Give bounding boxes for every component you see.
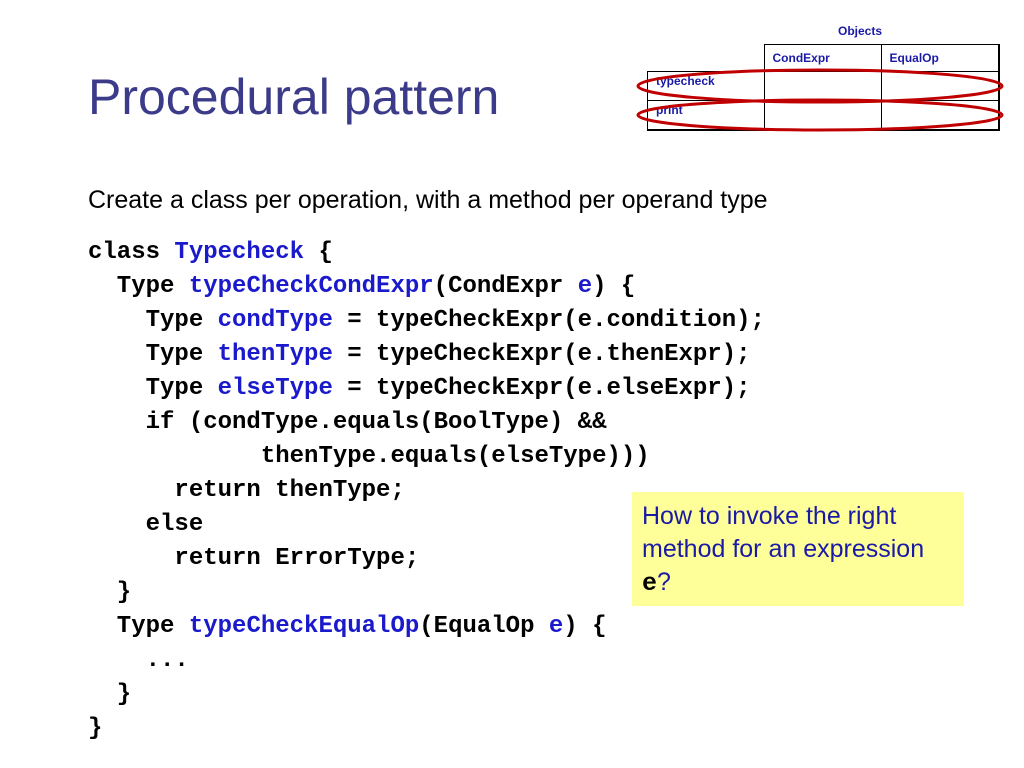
code-text: (EqualOp <box>419 613 549 640</box>
slide-title: Procedural pattern <box>88 69 500 125</box>
code-text: } <box>88 579 132 606</box>
matrix-corner-cell <box>647 44 765 72</box>
code-text: = typeCheckExpr(e.elseExpr); <box>332 375 751 402</box>
code-text: class <box>88 239 175 266</box>
code-identifier: thenType <box>217 341 333 368</box>
code-text: Type <box>88 307 218 334</box>
code-line: thenType.equals(elseType))) <box>88 440 765 474</box>
code-line: Type thenType = typeCheckExpr(e.thenExpr… <box>88 338 765 372</box>
code-line: ... <box>88 644 765 678</box>
code-text: ... <box>88 647 189 674</box>
code-block: class Typecheck { Type typeCheckCondExpr… <box>88 236 765 746</box>
matrix-row-header: typecheck <box>647 71 765 101</box>
operations-objects-matrix: CondExpr EqualOp typecheck print <box>647 44 1000 131</box>
matrix-cell <box>763 71 882 101</box>
callout-code-word: e <box>642 569 658 598</box>
slide-subtitle: Create a class per operation, with a met… <box>88 186 768 214</box>
code-text: else <box>88 511 204 538</box>
code-line: return thenType; <box>88 474 765 508</box>
code-identifier: typeCheckCondExpr <box>188 273 434 300</box>
code-text: Type <box>88 375 218 402</box>
code-text: (CondExpr <box>433 273 578 300</box>
code-line: Type elseType = typeCheckExpr(e.elseExpr… <box>88 372 765 406</box>
code-text: ) { <box>592 273 636 300</box>
code-text: Type <box>88 341 218 368</box>
code-line: Type typeCheckCondExpr(CondExpr e) { <box>88 270 765 304</box>
matrix-column-header: CondExpr <box>763 44 882 72</box>
code-line: } <box>88 576 765 610</box>
code-identifier: elseType <box>217 375 333 402</box>
code-text: = typeCheckExpr(e.condition); <box>332 307 765 334</box>
matrix-row-header: print <box>647 100 765 131</box>
code-text: Type <box>88 613 189 640</box>
code-text: ) { <box>563 613 607 640</box>
question-callout: How to invoke the right method for an ex… <box>632 492 964 606</box>
code-text: return ErrorType; <box>88 545 420 572</box>
matrix-cell <box>880 100 1000 131</box>
callout-text: How to invoke the right method for an ex… <box>642 502 925 563</box>
code-text: thenType.equals(elseType))) <box>88 443 650 470</box>
code-line: Type typeCheckEqualOp(EqualOp e) { <box>88 610 765 644</box>
code-line: } <box>88 712 765 746</box>
matrix-caption: Objects <box>838 24 883 38</box>
code-identifier: typeCheckEqualOp <box>188 613 420 640</box>
matrix-column-header: EqualOp <box>880 44 1000 72</box>
code-line: if (condType.equals(BoolType) && <box>88 406 765 440</box>
code-identifier: e <box>548 613 564 640</box>
code-text: } <box>88 681 132 708</box>
code-text: if (condType.equals(BoolType) && <box>88 409 607 436</box>
code-text: return thenType; <box>88 477 405 504</box>
code-line: } <box>88 678 765 712</box>
code-line: return ErrorType; <box>88 542 765 576</box>
callout-text-end: ? <box>657 568 671 596</box>
code-line: Type condType = typeCheckExpr(e.conditio… <box>88 304 765 338</box>
code-identifier: Typecheck <box>174 239 305 266</box>
code-line: class Typecheck { <box>88 236 765 270</box>
code-text: Type <box>88 273 189 300</box>
matrix-cell <box>880 71 1000 101</box>
code-text: { <box>304 239 333 266</box>
code-text: = typeCheckExpr(e.thenExpr); <box>332 341 751 368</box>
code-identifier: condType <box>217 307 333 334</box>
code-text: } <box>88 715 103 742</box>
matrix-cell <box>763 100 882 131</box>
code-line: else <box>88 508 765 542</box>
code-identifier: e <box>577 273 593 300</box>
